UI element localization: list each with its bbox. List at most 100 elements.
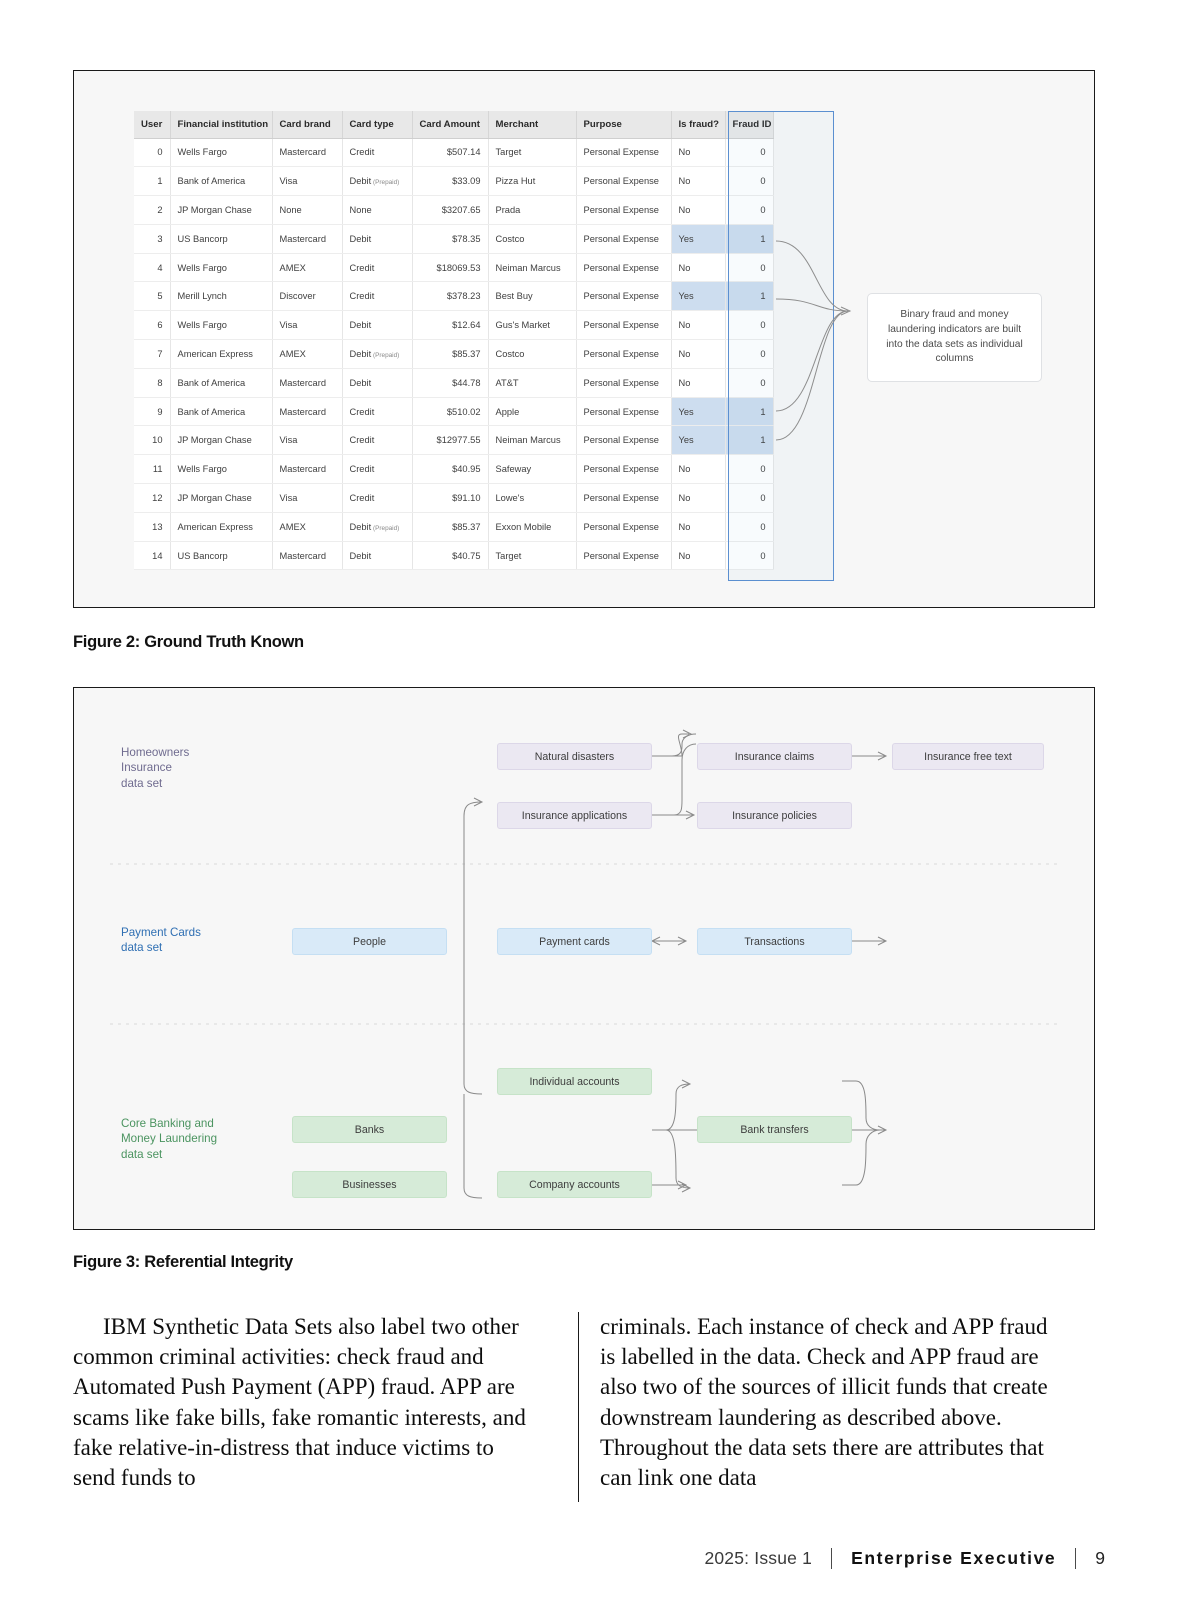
cell-purpose: Personal Expense bbox=[576, 368, 672, 398]
node-individual-accounts: Individual accounts bbox=[497, 1068, 652, 1095]
cell-card-type: None bbox=[342, 195, 413, 225]
cell-merchant: Prada bbox=[488, 195, 577, 225]
cell-card-brand: AMEX bbox=[272, 253, 343, 283]
cell-user: 5 bbox=[134, 281, 171, 312]
cell-card-type: Credit bbox=[342, 425, 413, 456]
cell-purpose: Personal Expense bbox=[576, 454, 672, 485]
cell-is-fraud: No bbox=[671, 310, 726, 341]
cell-is-fraud: No bbox=[671, 138, 726, 168]
cell-fraud-id: 1 bbox=[725, 224, 774, 254]
cell-card-brand: Visa bbox=[272, 425, 343, 456]
cell-purpose: Personal Expense bbox=[576, 224, 672, 254]
cell-institution: Merill Lynch bbox=[170, 281, 273, 312]
figure2-panel: User Financial institution Card brand Ca… bbox=[73, 70, 1095, 608]
cell-purpose: Personal Expense bbox=[576, 339, 672, 369]
cell-user: 2 bbox=[134, 195, 171, 225]
footer-separator-2 bbox=[1075, 1548, 1077, 1569]
cell-card-brand: Mastercard bbox=[272, 454, 343, 485]
cell-merchant: Apple bbox=[488, 397, 577, 427]
cell-card-amount: $91.10 bbox=[412, 483, 489, 513]
body-column-left: IBM Synthetic Data Sets also label two o… bbox=[73, 1312, 541, 1493]
col-institution: Financial institution bbox=[170, 111, 273, 139]
cell-merchant: Pizza Hut bbox=[488, 166, 577, 197]
cell-purpose: Personal Expense bbox=[576, 310, 672, 341]
cell-is-fraud: No bbox=[671, 512, 726, 542]
card-type-note: (Prepaid) bbox=[371, 179, 400, 187]
cell-user: 14 bbox=[134, 541, 171, 571]
cell-merchant: Target bbox=[488, 138, 577, 168]
cell-card-brand: AMEX bbox=[272, 339, 343, 369]
cell-user: 7 bbox=[134, 339, 171, 369]
cell-card-amount: $378.23 bbox=[412, 281, 489, 312]
col-card-amount: Card Amount bbox=[412, 111, 489, 139]
node-businesses: Businesses bbox=[292, 1171, 447, 1198]
cell-purpose: Personal Expense bbox=[576, 166, 672, 197]
cell-fraud-id: 0 bbox=[725, 454, 774, 485]
cell-card-type: Credit bbox=[342, 253, 413, 283]
cell-institution: American Express bbox=[170, 512, 273, 542]
cell-purpose: Personal Expense bbox=[576, 253, 672, 283]
cell-fraud-id: 0 bbox=[725, 195, 774, 225]
cell-card-amount: $510.02 bbox=[412, 397, 489, 427]
cell-merchant: Target bbox=[488, 541, 577, 571]
cell-user: 9 bbox=[134, 397, 171, 427]
cell-fraud-id: 0 bbox=[725, 138, 774, 168]
node-people: People bbox=[292, 928, 447, 955]
body-column-right: criminals. Each instance of check and AP… bbox=[600, 1312, 1068, 1493]
cell-fraud-id: 0 bbox=[725, 166, 774, 197]
cell-card-brand: Mastercard bbox=[272, 368, 343, 398]
figure3-panel: Homeowners Insurance data set Payment Ca… bbox=[73, 687, 1095, 1230]
lane-label-payment-cards: Payment Cards data set bbox=[121, 926, 201, 955]
figure3-caption: Figure 3: Referential Integrity bbox=[73, 1253, 293, 1271]
footer-issue: 2025: Issue 1 bbox=[704, 1548, 813, 1568]
cell-institution: Wells Fargo bbox=[170, 138, 273, 168]
cell-card-amount: $12977.55 bbox=[412, 425, 489, 456]
cell-fraud-id: 0 bbox=[725, 512, 774, 542]
footer-separator-1 bbox=[831, 1548, 833, 1569]
cell-is-fraud: No bbox=[671, 541, 726, 571]
footer-page-number: 9 bbox=[1095, 1548, 1105, 1568]
cell-institution: Wells Fargo bbox=[170, 253, 273, 283]
column-divider bbox=[578, 1312, 579, 1502]
cell-purpose: Personal Expense bbox=[576, 512, 672, 542]
cell-institution: Bank of America bbox=[170, 397, 273, 427]
cell-card-amount: $33.09 bbox=[412, 166, 489, 197]
cell-purpose: Personal Expense bbox=[576, 483, 672, 513]
cell-user: 11 bbox=[134, 454, 171, 485]
cell-card-brand: Mastercard bbox=[272, 138, 343, 168]
cell-fraud-id: 0 bbox=[725, 368, 774, 398]
cell-card-amount: $18069.53 bbox=[412, 253, 489, 283]
cell-merchant: Costco bbox=[488, 339, 577, 369]
callout-box: Binary fraud and money laundering indica… bbox=[867, 293, 1042, 383]
cell-merchant: Lowe's bbox=[488, 483, 577, 513]
cell-purpose: Personal Expense bbox=[576, 425, 672, 456]
cell-card-type: Credit bbox=[342, 138, 413, 168]
cell-card-brand: AMEX bbox=[272, 512, 343, 542]
cell-merchant: AT&T bbox=[488, 368, 577, 398]
cell-fraud-id: 0 bbox=[725, 310, 774, 341]
col-purpose: Purpose bbox=[576, 111, 672, 139]
col-is-fraud: Is fraud? bbox=[671, 111, 726, 139]
col-card-type: Card type bbox=[342, 111, 413, 139]
cell-institution: Bank of America bbox=[170, 368, 273, 398]
cell-user: 3 bbox=[134, 224, 171, 254]
page-footer: 2025: Issue 1 Enterprise Executive 9 bbox=[0, 1548, 1200, 1569]
cell-user: 1 bbox=[134, 166, 171, 197]
cell-is-fraud: No bbox=[671, 195, 726, 225]
cell-card-amount: $507.14 bbox=[412, 138, 489, 168]
cell-card-type: Debit bbox=[342, 310, 413, 341]
cell-user: 4 bbox=[134, 253, 171, 283]
cell-fraud-id: 0 bbox=[725, 483, 774, 513]
cell-institution: US Bancorp bbox=[170, 541, 273, 571]
cell-merchant: Gus's Market bbox=[488, 310, 577, 341]
